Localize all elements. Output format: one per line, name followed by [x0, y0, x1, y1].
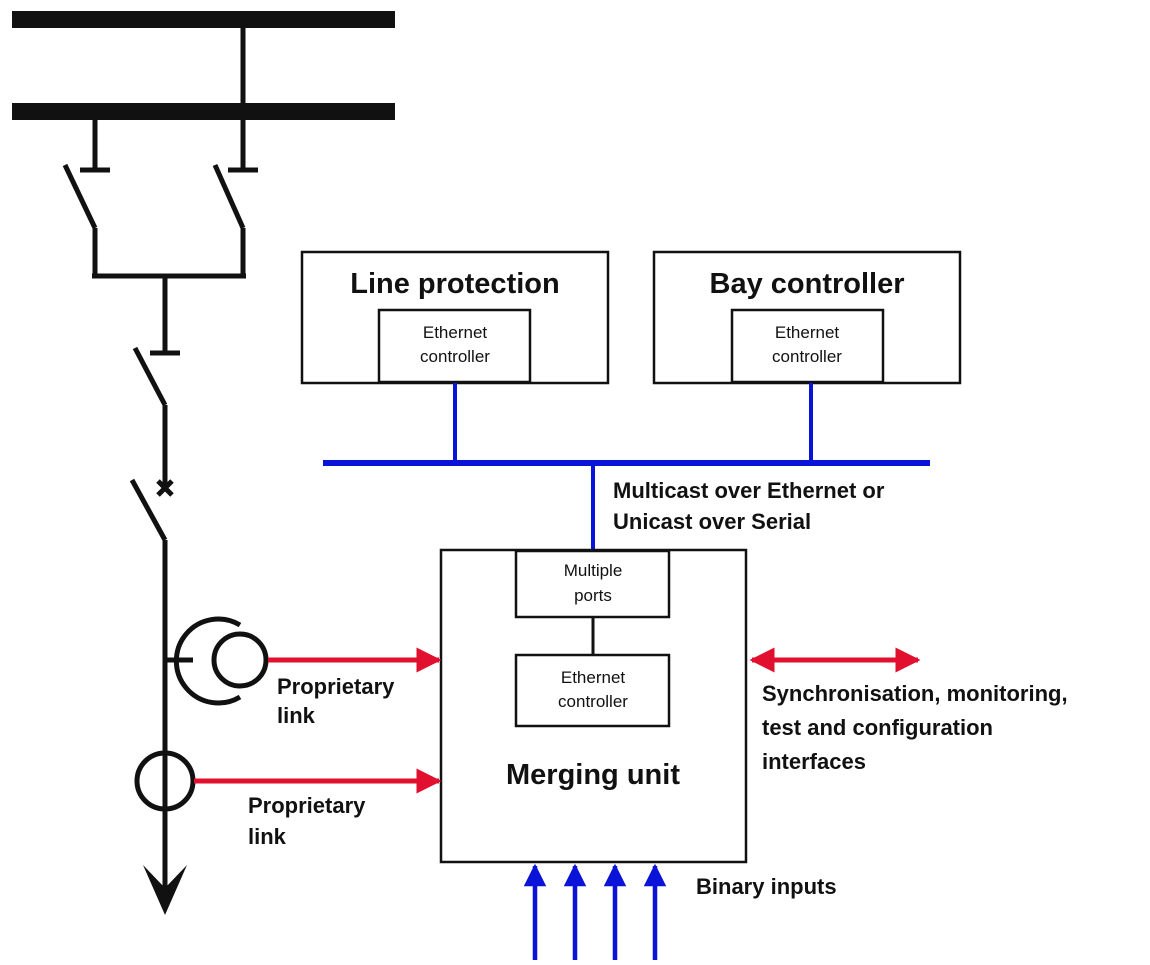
vt-link-label-2: link [277, 703, 316, 728]
line-disconnector [132, 276, 180, 487]
disconnector-right [212, 120, 258, 276]
proprietary-links [194, 647, 921, 794]
binary-input-arrows [523, 863, 667, 960]
ct-link-label-2: link [248, 824, 287, 849]
bay-controller-controller-label-1: Ethernet [775, 323, 840, 342]
ports-label-2: ports [574, 586, 612, 605]
line-protection-title: Line protection [350, 268, 559, 300]
bay-controller-controller-label-2: controller [772, 347, 842, 366]
line-protection-controller-label-2: controller [420, 347, 490, 366]
voltage-transformer [165, 616, 269, 706]
interfaces-label-3: interfaces [762, 749, 866, 774]
interfaces-label-2: test and configuration [762, 715, 993, 740]
mu-controller-label-2: controller [558, 692, 628, 711]
network-bus [323, 383, 930, 550]
bus-label-line1: Multicast over Ethernet or [613, 478, 885, 503]
vt-link-label-1: Proprietary [277, 674, 395, 699]
bay-controller-box: Bay controller Ethernet controller [652, 250, 962, 385]
binary-inputs-label: Binary inputs [696, 874, 837, 899]
single-line-diagram [12, 11, 395, 915]
line-protection-controller-label-1: Ethernet [423, 323, 488, 342]
feeder-arrow [143, 865, 187, 915]
circuit-breaker [129, 478, 174, 890]
merging-unit-title: Merging unit [506, 759, 680, 791]
disconnector-left [62, 120, 110, 276]
current-transformer [134, 750, 196, 812]
busbar-bottom [12, 103, 395, 120]
merging-unit-box: Multiple ports Ethernet controller Mergi… [439, 548, 748, 864]
ct-link-label-1: Proprietary [248, 793, 366, 818]
busbar-top [12, 11, 395, 28]
ports-label-1: Multiple [564, 561, 623, 580]
interfaces-label-1: Synchronisation, monitoring, [762, 681, 1068, 706]
bus-label-line2: Unicast over Serial [613, 509, 811, 534]
line-protection-box: Line protection Ethernet controller [300, 250, 610, 385]
bay-controller-title: Bay controller [710, 268, 905, 300]
mu-controller-label-1: Ethernet [561, 668, 626, 687]
